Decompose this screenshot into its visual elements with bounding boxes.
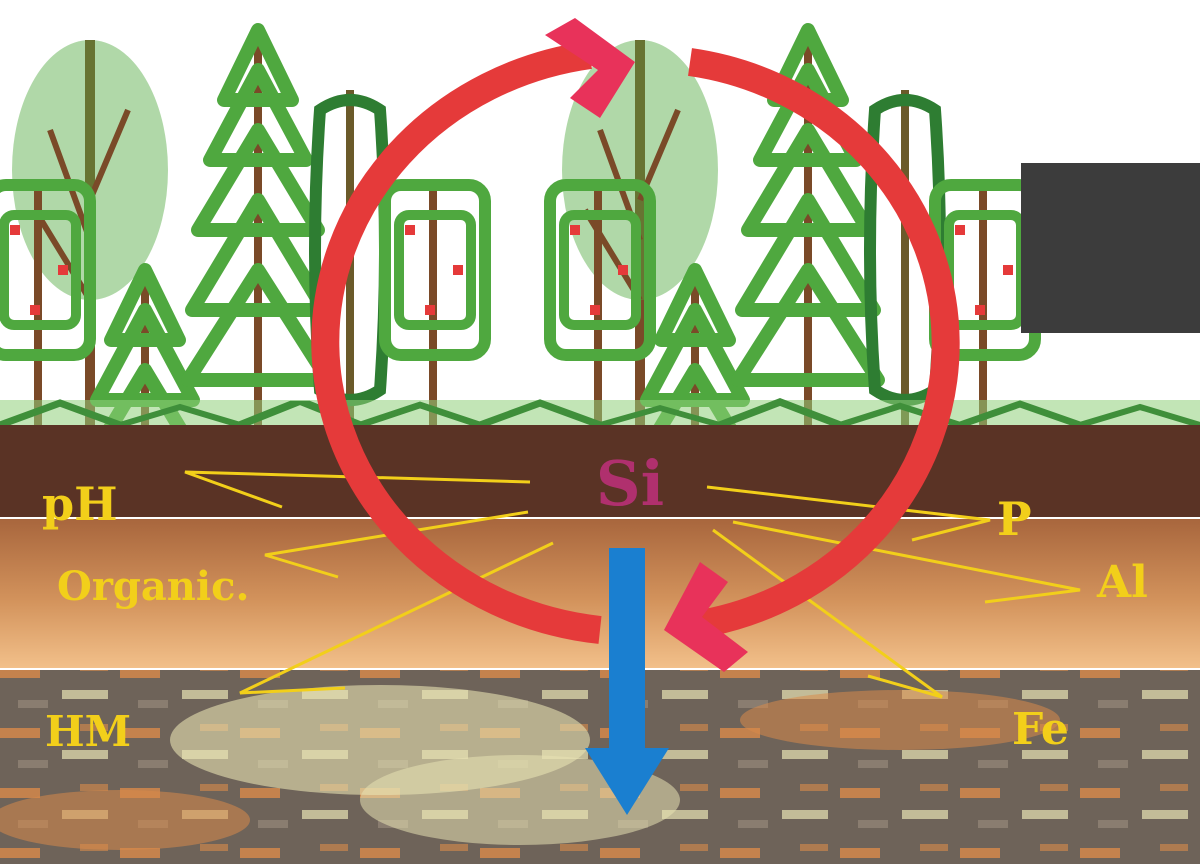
bedrock-light-patch — [360, 755, 680, 845]
label-organic: Organic. — [57, 563, 249, 610]
center-label-si: Si — [596, 447, 664, 520]
label-ph: pH — [42, 477, 118, 531]
connector-ph — [184, 470, 531, 509]
cycle-arrowhead-top — [545, 18, 635, 118]
connector-organic — [264, 510, 529, 579]
grass — [0, 398, 1200, 429]
label-al: Al — [1096, 557, 1148, 608]
down-arrow-icon — [585, 548, 669, 815]
cycle-arrow-icon — [311, 18, 960, 672]
connector-p — [706, 485, 991, 542]
label-p: P — [997, 492, 1032, 546]
bedrock-orange-patch — [0, 790, 250, 850]
bedrock-orange-patch — [740, 690, 1060, 750]
cycle-arrowhead-bottom — [664, 562, 748, 672]
connector-hm — [239, 541, 554, 695]
overlay-box — [1021, 163, 1200, 333]
label-hm: HM — [45, 707, 131, 756]
subsoil-layer — [0, 519, 1200, 668]
label-fe: Fe — [1012, 704, 1069, 755]
